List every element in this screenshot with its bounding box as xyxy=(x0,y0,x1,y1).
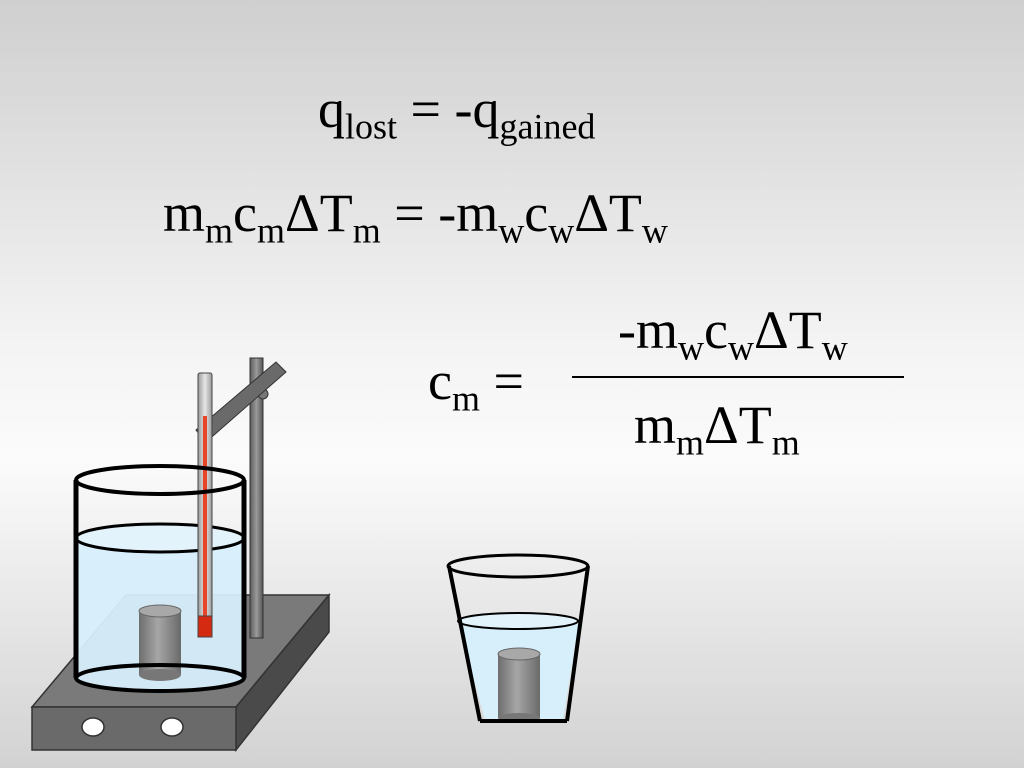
metal-sample-cold-icon xyxy=(497,647,541,723)
beaker-with-hot-water-icon xyxy=(73,372,247,693)
eq1-q-gained: -qgained xyxy=(454,79,596,147)
eq1-equals: = xyxy=(397,79,455,139)
fraction-bar xyxy=(572,376,904,378)
thermometer-icon xyxy=(197,372,213,638)
hotplate-knob-right-icon[interactable] xyxy=(160,717,184,737)
equation-heat-balance: qlost = -qgained xyxy=(318,79,596,147)
eq2-equals: = xyxy=(380,183,439,243)
metal-sample-hot-icon xyxy=(138,604,182,681)
equation-expanded: mmcmΔTm = -mwcwΔTw xyxy=(163,183,668,251)
eq1-q-lost: qlost xyxy=(318,79,398,147)
equation-solved-numerator: -mwcwΔTw xyxy=(618,300,848,368)
hotplate-knob-left-icon[interactable] xyxy=(81,717,105,737)
equation-solved-lhs: cm = xyxy=(428,351,524,419)
cup-with-water-icon xyxy=(446,553,590,723)
equation-solved-denominator: mmΔTm xyxy=(634,395,800,463)
